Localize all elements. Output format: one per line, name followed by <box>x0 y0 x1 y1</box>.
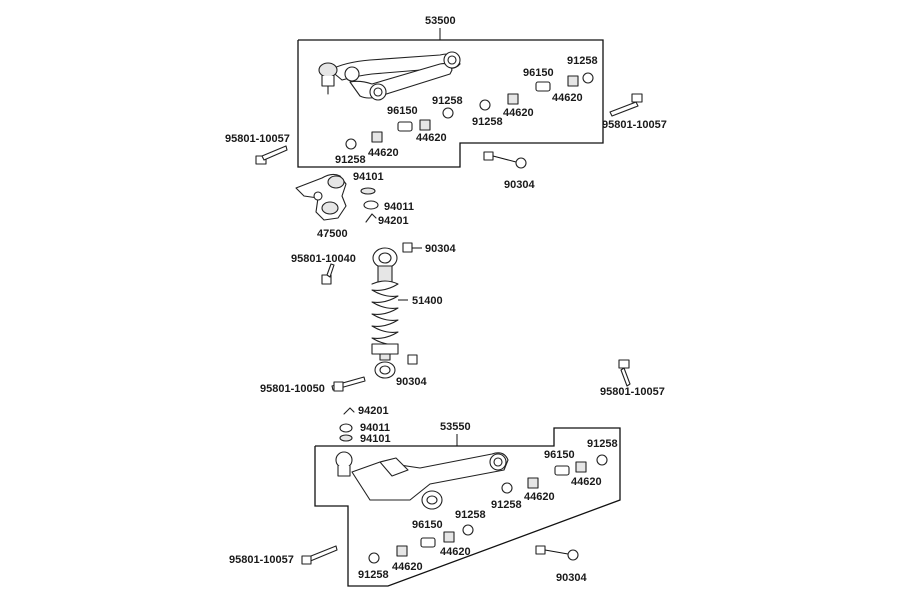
part-callout: 44620 <box>524 491 555 503</box>
callout-95801-10057: 95801-10057 <box>225 133 290 145</box>
lower-ball-joint-hardware: 94201 94011 94101 <box>339 405 391 445</box>
shock-bolt-top: 95801-10040 <box>291 253 356 285</box>
callout-90304: 90304 <box>425 243 456 255</box>
callout-44620: 44620 <box>552 92 583 104</box>
callout-95801-10057: 95801-10057 <box>229 554 294 566</box>
nut-lower: 90304 <box>535 545 587 584</box>
part-callout: 91258 <box>455 509 486 521</box>
callout-90304: 90304 <box>504 179 535 191</box>
callout-53500: 53500 <box>425 15 456 27</box>
callout-94011: 94011 <box>384 201 414 213</box>
part-callout: 91258 <box>432 95 463 107</box>
callout-95801-10040: 95801-10040 <box>291 253 356 265</box>
bolt-left-lower: 95801-10057 <box>229 545 338 566</box>
callout-95801-10057: 95801-10057 <box>600 386 665 398</box>
snap-ring <box>582 72 594 84</box>
part-callout: 44620 <box>392 561 423 573</box>
callout-95801-10050: 95801-10050 <box>260 383 325 395</box>
lower-assembly-frame <box>314 427 621 587</box>
part-callout: 44620 <box>416 132 447 144</box>
callout-94101: 94101 <box>360 433 391 445</box>
shock-bottom-nut: 90304 <box>396 354 427 388</box>
shock-top-nut: 90304 <box>402 242 456 255</box>
upper-bushing-set-right: 91258 96150 44620 91258 44620 91258 9615… <box>335 55 598 166</box>
part-callout: 91258 <box>335 154 366 166</box>
callout-96150: 96150 <box>523 67 554 79</box>
part-callout: 91258 <box>587 438 618 450</box>
upper-a-arm <box>318 51 461 101</box>
knuckle-hardware: 94101 94011 94201 <box>353 171 414 227</box>
part-callout: 96150 <box>387 105 418 117</box>
nut-upper: 90304 <box>483 151 535 191</box>
upper-assembly-frame <box>297 39 604 168</box>
callout-95801-10057: 95801-10057 <box>602 119 667 131</box>
callout-94011: 94011 <box>360 422 390 434</box>
bolt-left-upper: 95801-10057 <box>225 133 290 165</box>
callout-53550: 53550 <box>440 421 471 433</box>
callout-94201: 94201 <box>358 405 389 417</box>
part-callout: 44620 <box>368 147 399 159</box>
part-callout: 96150 <box>544 449 575 461</box>
part-callout: 44620 <box>440 546 471 558</box>
lower-a-arm <box>335 451 509 510</box>
callout-94101: 94101 <box>353 171 384 183</box>
lower-bushing-set: 91258 96150 44620 91258 44620 91258 9615… <box>358 438 618 581</box>
part-callout: 96150 <box>412 519 443 531</box>
bolt-right-middle: 95801-10057 <box>600 359 665 398</box>
callout-94201: 94201 <box>378 215 409 227</box>
callout-90304: 90304 <box>556 572 587 584</box>
part-callout: 91258 <box>358 569 389 581</box>
upper-arm-assembly: 53500 91258 96150 44620 91258 44620 <box>297 15 667 168</box>
bolt-right-upper: 95801-10057 <box>602 93 667 131</box>
part-callout: 91258 <box>491 499 522 511</box>
part-callout: 91258 <box>472 116 503 128</box>
shock-absorber: 51400 <box>371 247 443 379</box>
callout-91258: 91258 <box>567 55 598 67</box>
callout-51400: 51400 <box>412 295 443 307</box>
part-callout: 44620 <box>571 476 602 488</box>
part-callout: 44620 <box>503 107 534 119</box>
knuckle: 47500 <box>295 173 348 240</box>
lower-arm-assembly: 53550 91258 96150 44620 91258 44620 9125… <box>314 421 621 587</box>
callout-47500: 47500 <box>317 228 348 240</box>
callout-90304: 90304 <box>396 376 427 388</box>
bushing <box>535 81 551 92</box>
shock-bolt-bottom: 95801-10050 <box>260 376 366 395</box>
